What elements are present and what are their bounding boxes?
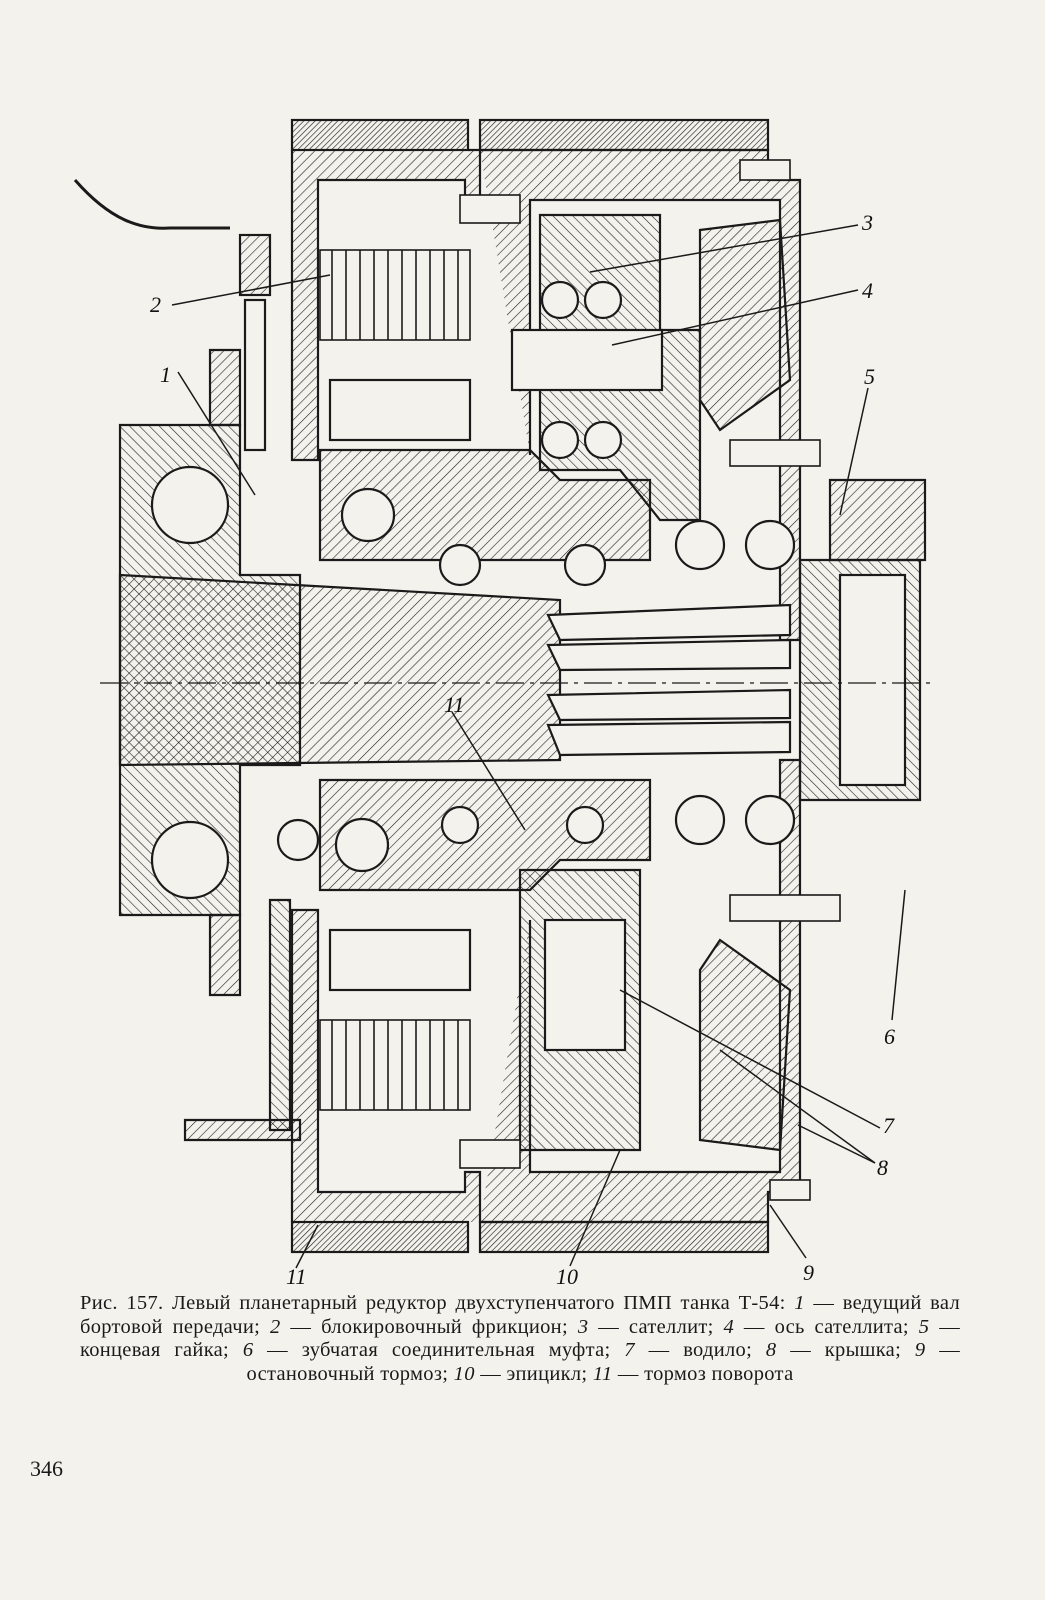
callout-1: 1 <box>160 362 171 387</box>
sun-gear-hub-lower <box>318 778 652 892</box>
legend-num: 1 <box>794 1292 805 1314</box>
technical-drawing: 1 2 3 4 5 6 7 8 9 10 11 11 <box>73 118 935 1289</box>
callout-2: 2 <box>150 292 161 317</box>
leader-lines <box>171 224 906 1269</box>
oil-fitting <box>238 233 272 297</box>
legend-num: 3 <box>577 1315 589 1338</box>
legend-text: остановочный тормоз; <box>246 1362 449 1385</box>
legend-text: ось сателлита; <box>774 1315 909 1338</box>
brake-band-top-left <box>290 118 470 152</box>
legend-num: 5 <box>918 1315 930 1338</box>
splines <box>546 603 792 757</box>
legend-num: 9 <box>914 1339 926 1361</box>
page-number: 346 <box>30 1456 63 1481</box>
callout-10: 10 <box>556 1264 578 1289</box>
cover-rib-lower <box>698 938 792 1152</box>
spring-pack-upper <box>328 378 472 442</box>
end-nut <box>828 478 927 562</box>
legend-text: зубчатая соединительная муфта; <box>301 1339 611 1361</box>
legend-num: 10 <box>453 1362 475 1385</box>
pipe-lower <box>208 913 242 997</box>
brake-band-bottom-right <box>478 1220 770 1254</box>
legend-num: 8 <box>765 1339 777 1361</box>
callout-11-bottom: 11 <box>286 1264 306 1289</box>
legend-text: водило; <box>683 1339 753 1361</box>
caption-prefix: Рис. 157. <box>80 1292 164 1314</box>
spring-pack-lower <box>328 928 472 992</box>
legend-text: сателлит; <box>628 1315 714 1338</box>
clutch-pack-upper <box>319 249 471 341</box>
bearings <box>150 280 796 900</box>
callout-4: 4 <box>862 278 873 303</box>
bolts <box>459 159 841 1201</box>
legend-num: 7 <box>624 1339 635 1361</box>
brake-band-bottom-left <box>290 1220 470 1254</box>
figure-caption: Рис. 157. Левый планетарный редуктор дву… <box>80 1292 961 1385</box>
brake-band-top-right <box>478 118 770 152</box>
oil-line <box>73 179 230 230</box>
legend-num: 2 <box>270 1315 281 1338</box>
callout-9: 9 <box>803 1260 814 1285</box>
satellite-axle-lower <box>543 918 627 1052</box>
cover-rib-upper <box>698 218 792 432</box>
end-coupling-bore <box>838 573 907 787</box>
legend-text: тормоз поворота <box>644 1362 794 1385</box>
callout-3: 3 <box>861 210 873 235</box>
caption-title: Левый планетарный редуктор двухступенчат… <box>172 1292 786 1314</box>
legend-text: концевая гайка; <box>80 1339 230 1361</box>
drawing-body <box>73 118 935 1254</box>
callout-11-centre: 11 <box>444 692 464 717</box>
legend-num: 6 <box>242 1339 254 1361</box>
legend-text: блокировочный фрикцион; <box>321 1315 568 1338</box>
pipe-upper <box>208 348 242 427</box>
legend-text: эпицикл; <box>506 1362 588 1385</box>
clutch-pack-lower <box>319 1019 471 1111</box>
legend-num: 4 <box>723 1315 735 1338</box>
legend-text: ведущий вал бортовой передачи; <box>80 1292 960 1338</box>
legend-num: 11 <box>592 1362 613 1385</box>
callout-8: 8 <box>877 1155 888 1180</box>
callout-5: 5 <box>864 364 875 389</box>
main-shaft <box>118 573 562 767</box>
control-rod <box>268 898 292 1132</box>
oil-tube <box>243 298 267 452</box>
callout-6: 6 <box>884 1024 895 1049</box>
callout-7: 7 <box>883 1113 895 1138</box>
legend-text: крышка; <box>824 1339 902 1361</box>
